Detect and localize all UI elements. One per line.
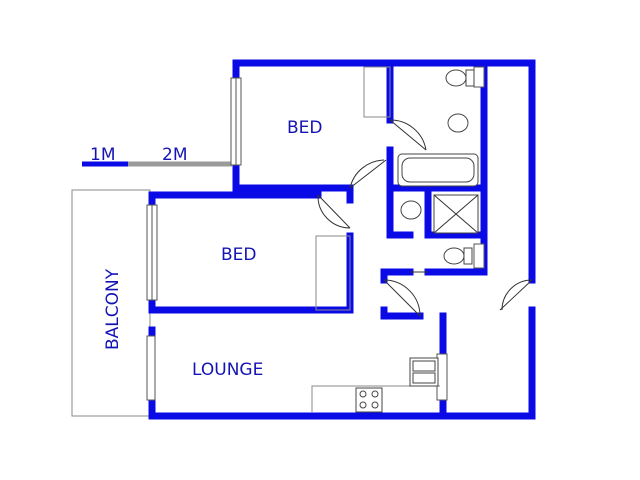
toilet-bottom <box>443 247 465 265</box>
bathroom-fixtures <box>397 69 479 265</box>
scale-bar: 1M 2M <box>82 145 232 167</box>
scale-label-2m: 2M <box>162 145 187 165</box>
wardrobe-bed-mid <box>315 235 351 311</box>
window-bathroom-bottom <box>473 243 485 269</box>
doors <box>317 119 533 317</box>
room-label-lounge: LOUNGE <box>192 360 263 380</box>
wardrobe-bed-top <box>363 66 391 118</box>
basin-mid <box>400 200 422 220</box>
stove <box>355 387 383 413</box>
basin-top <box>447 113 469 133</box>
sliding-door-lounge <box>146 335 156 401</box>
window-bathroom-top <box>473 66 485 88</box>
toilet-top <box>445 69 467 87</box>
scale-label-1m: 1M <box>90 145 115 165</box>
room-label-bed-mid: BED <box>221 245 257 265</box>
room-label-balcony: BALCONY <box>103 268 123 350</box>
exterior-walls <box>148 59 536 420</box>
room-label-bed-top: BED <box>287 118 323 138</box>
kitchen-fixtures <box>311 357 440 413</box>
